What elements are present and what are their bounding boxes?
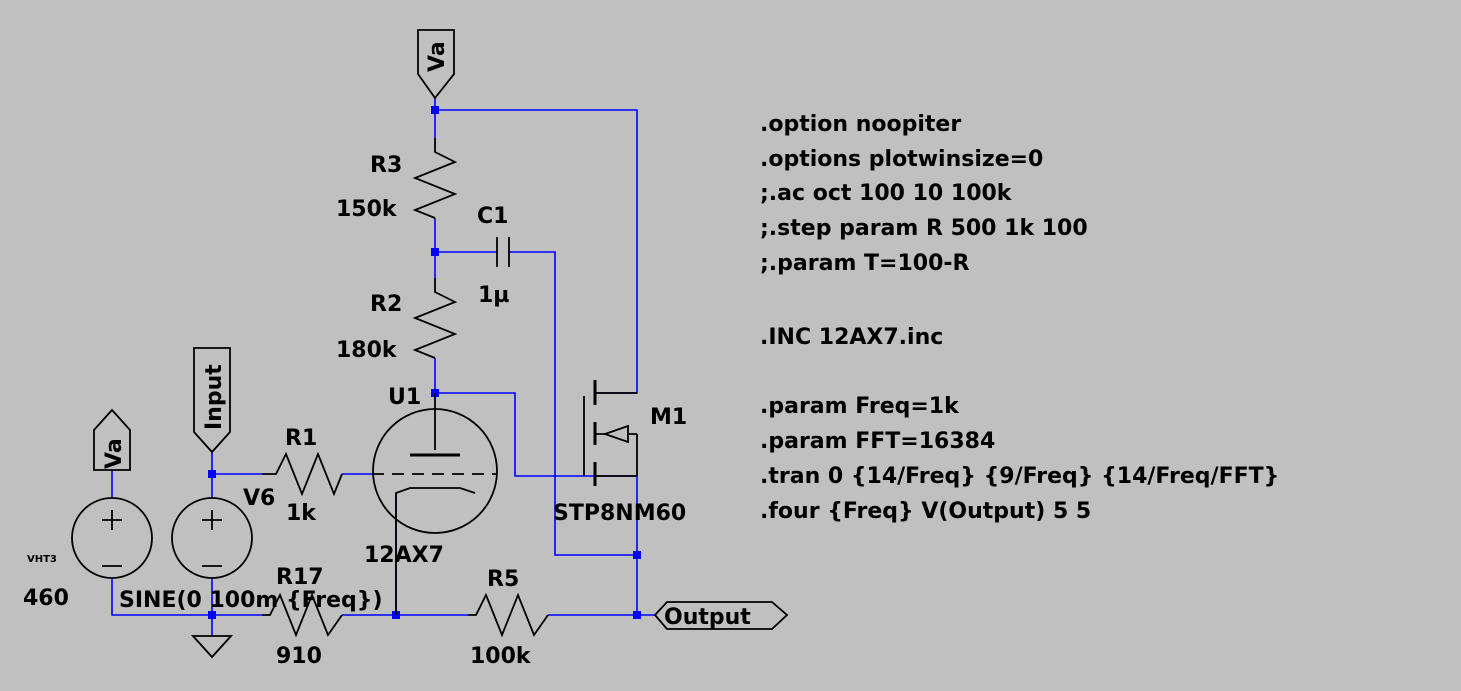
directive-line: ;.ac oct 100 10 100k (760, 181, 1013, 206)
r3-value: 150k (336, 197, 398, 222)
r17-value: 910 (276, 644, 322, 669)
c1-value: 1µ (478, 283, 510, 308)
resistor-r5[interactable]: R5 100k (468, 567, 549, 669)
net-label-va-top-text: Va (425, 41, 450, 72)
directive-line: ;.step param R 500 1k 100 (760, 216, 1088, 241)
net-label-input[interactable]: Input (193, 347, 231, 454)
directive-line: .INC 12AX7.inc (760, 325, 943, 350)
r5-name: R5 (487, 567, 519, 592)
v6-value: SINE(0 100m {Freq}) (119, 588, 383, 613)
r17-name: R17 (276, 565, 324, 590)
vht3-value: 460 (23, 586, 69, 611)
directive-line: .param FFT=16384 (760, 429, 995, 454)
directive-line: .param Freq=1k (760, 394, 960, 419)
resistor-r17[interactable]: R17 910 (262, 565, 343, 669)
directive-line: ;.param T=100-R (760, 251, 970, 276)
capacitor-c1[interactable]: C1 1µ (477, 204, 510, 308)
r2-value: 180k (336, 338, 398, 363)
net-label-input-text: Input (202, 364, 227, 430)
net-label-output-text: Output (664, 605, 751, 630)
directive-line: .tran 0 {14/Freq} {9/Freq} {14/Freq/FFT} (760, 464, 1279, 489)
directive-line: .option noopiter (760, 112, 961, 137)
mosfet-m1[interactable]: M1 STP8NM60 (553, 380, 687, 526)
net-label-va-left-text: Va (102, 438, 127, 469)
ground-symbol (190, 635, 234, 659)
directive-line: .options plotwinsize=0 (760, 147, 1043, 172)
r1-name: R1 (285, 426, 317, 451)
u1-name: U1 (388, 385, 421, 410)
r3-name: R3 (370, 153, 402, 178)
triode-u1[interactable]: U1 12AX7 (364, 385, 498, 615)
m1-name: M1 (650, 405, 687, 430)
c1-name: C1 (477, 204, 508, 229)
r1-value: 1k (286, 501, 317, 526)
net-label-output[interactable]: Output (653, 601, 789, 630)
vht3-name: VHT3 (27, 554, 57, 565)
spice-directives[interactable]: .option noopiter .options plotwinsize=0 … (760, 112, 1279, 524)
net-label-va-top[interactable]: Va (417, 29, 455, 100)
resistor-r2[interactable]: R2 180k (336, 278, 458, 363)
m1-value: STP8NM60 (553, 501, 686, 526)
r2-name: R2 (370, 292, 402, 317)
directive-line: .four {Freq} V(Output) 5 5 (760, 499, 1091, 524)
r5-value: 100k (470, 644, 532, 669)
resistor-r3[interactable]: R3 150k (336, 138, 458, 222)
u1-value: 12AX7 (364, 543, 444, 568)
net-label-va-left[interactable]: Va (93, 408, 131, 471)
voltage-source-vht3[interactable]: VHT3 460 (23, 497, 153, 611)
resistor-r1[interactable]: R1 1k (262, 426, 343, 526)
v6-name: V6 (243, 486, 275, 511)
voltage-source-v6[interactable]: V6 SINE(0 100m {Freq}) (119, 486, 383, 613)
